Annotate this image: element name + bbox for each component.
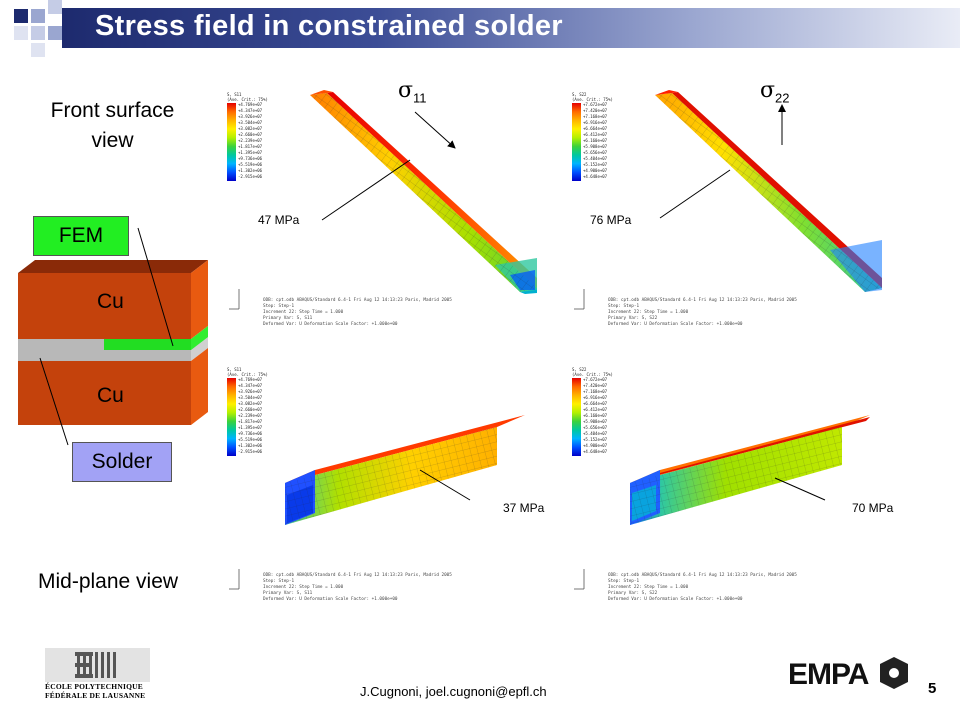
empa-logo: EMPA (788, 656, 911, 692)
fem-panel-front-s22: S, S22(Ave. Crit.: 75%) +7.672e+07+7.420… (570, 90, 890, 340)
legend-s22: S, S22(Ave. Crit.: 75%) +7.672e+07+7.420… (572, 92, 613, 181)
header-decoration (0, 0, 90, 60)
analysis-info: ODB: cpt.odb ABAQUS/Standard 6.4-1 Fri A… (608, 298, 797, 327)
empa-logo-text: EMPA (788, 658, 868, 691)
leader-37 (419, 469, 471, 501)
fem-panel-mid-s11: S, S11(Ave. Crit.: 75%) +4.769e+07+4.347… (225, 365, 545, 615)
stress-value-front-s22: 76 MPa (590, 213, 632, 227)
legend-s11: S, S11(Ave. Crit.: 75%) +4.769e+07+4.347… (227, 92, 268, 181)
leader-70 (774, 477, 826, 501)
empa-logo-mark (879, 657, 908, 689)
epfl-logo-mark (45, 648, 150, 682)
beam-front-s22 (655, 90, 882, 292)
legend-values: +4.769e+07+4.347e+07+3.926e+07+3.504e+07… (238, 377, 263, 454)
legend-s11: S, S11(Ave. Crit.: 75%) +4.769e+07+4.347… (227, 367, 268, 456)
fem-panel-mid-s22: S, S22(Ave. Crit.: 75%) +7.672e+07+7.420… (570, 365, 890, 615)
cu-top-label: Cu (97, 290, 124, 313)
slide-title: Stress field in constrained solder (95, 10, 563, 42)
legend-values: +7.672e+07+7.420e+07+7.168e+07+6.916e+07… (583, 377, 608, 454)
beam-front-s11 (310, 90, 537, 294)
cu-bottom-label: Cu (97, 384, 124, 407)
leader-47 (321, 159, 411, 221)
fem-panel-front-s11: S, S11(Ave. Crit.: 75%) +4.769e+07+4.347… (225, 90, 545, 340)
leader-76 (659, 169, 731, 219)
fem-label-box: FEM (33, 216, 129, 256)
legend-values: +7.672e+07+7.420e+07+7.168e+07+6.916e+07… (583, 102, 608, 179)
analysis-info: ODB: cpt.odb ABAQUS/Standard 6.4-1 Fri A… (608, 573, 797, 602)
mid-plane-label: Mid-plane view (38, 570, 179, 593)
solder-label-box: Solder (72, 442, 172, 482)
sigma-11-label: σ11 (398, 78, 427, 106)
legend-values: +4.769e+07+4.347e+07+3.926e+07+3.504e+07… (238, 102, 263, 179)
axis-triad (574, 569, 585, 590)
stress-value-mid-s22: 70 MPa (852, 501, 894, 515)
epfl-logo: ÉCOLE POLYTECHNIQUE FÉDÉRALE DE LAUSANNE (45, 648, 150, 700)
epfl-line1: ÉCOLE POLYTECHNIQUE (45, 682, 143, 691)
axis-triad (229, 289, 240, 310)
stress-value-front-s11: 47 MPa (258, 213, 300, 227)
s11-direction-arrow (414, 111, 456, 149)
sigma-22-label: σ22 (760, 78, 790, 106)
beam-mid-s22 (630, 415, 870, 525)
epfl-line2: FÉDÉRALE DE LAUSANNE (45, 691, 146, 700)
axis-triad (229, 569, 240, 590)
stress-value-mid-s11: 37 MPa (503, 501, 545, 515)
analysis-info: ODB: cpt.odb ABAQUS/Standard 6.4-1 Fri A… (263, 298, 452, 327)
joint-schematic (18, 227, 208, 446)
beam-mid-s11 (285, 415, 525, 525)
front-surface-line2: view (91, 129, 134, 152)
analysis-info: ODB: cpt.odb ABAQUS/Standard 6.4-1 Fri A… (263, 573, 452, 602)
front-surface-line1: Front surface (50, 99, 175, 122)
front-surface-label: Front surface view (40, 96, 185, 156)
title-bar (62, 8, 960, 48)
footer-author: J.Cugnoni, joel.cugnoni@epfl.ch (360, 684, 547, 699)
axis-triad (574, 289, 585, 310)
page-number: 5 (928, 680, 937, 697)
legend-s22: S, S22(Ave. Crit.: 75%) +7.672e+07+7.420… (572, 367, 613, 456)
